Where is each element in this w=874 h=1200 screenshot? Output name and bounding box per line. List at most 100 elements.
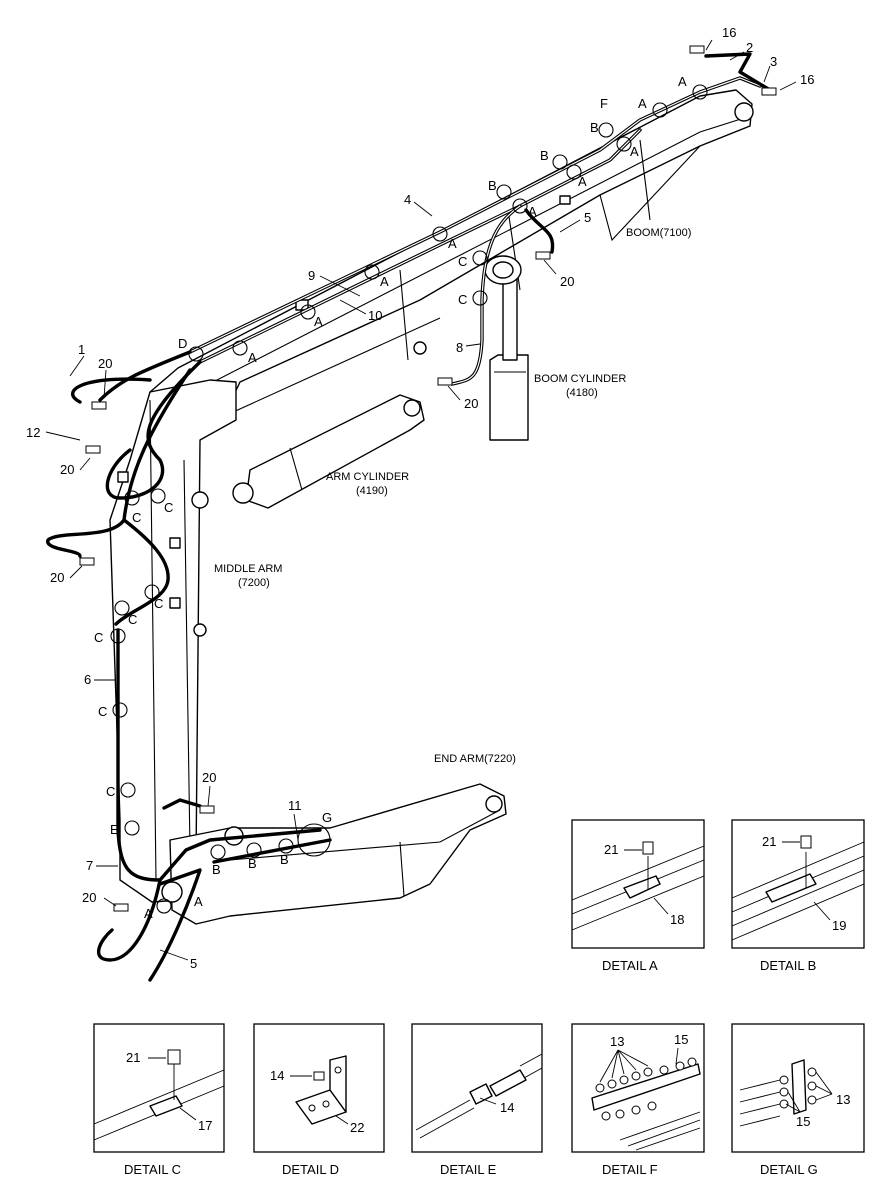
end-arm-label: END ARM(7220) xyxy=(434,753,516,765)
middle-arm-label: MIDDLE ARM xyxy=(214,563,282,575)
ref-c: C xyxy=(458,292,467,307)
part-20-cyl: 20 xyxy=(464,396,478,411)
detail-e-title: DETAIL E xyxy=(440,1162,497,1177)
detail-d-title: DETAIL D xyxy=(282,1162,339,1177)
part-6: 6 xyxy=(84,672,91,687)
part-20-left3: 20 xyxy=(50,570,64,585)
ref-g: G xyxy=(322,810,332,825)
detail-f-part-15: 15 xyxy=(674,1032,688,1047)
ref-a: A xyxy=(578,174,587,189)
part-12: 12 xyxy=(26,425,40,440)
ref-c: C xyxy=(94,630,103,645)
ref-b: B xyxy=(590,120,599,135)
part-20-endarm: 20 xyxy=(202,770,216,785)
hose-fittings xyxy=(79,45,777,912)
ref-a: A xyxy=(314,314,323,329)
part-3: 3 xyxy=(770,54,777,69)
detail-f-title: DETAIL F xyxy=(602,1162,658,1177)
middle-arm-number: (7200) xyxy=(238,577,270,589)
middle-arm-structure xyxy=(109,379,237,903)
detail-b-part-21: 21 xyxy=(762,834,776,849)
ref-a: A xyxy=(248,350,257,365)
part-11: 11 xyxy=(288,798,302,813)
part-10: 10 xyxy=(368,308,382,323)
boom-cylinder xyxy=(484,255,529,441)
part-20-left1: 20 xyxy=(98,356,112,371)
detail-f-part-13: 13 xyxy=(610,1034,624,1049)
ref-c: C xyxy=(154,596,163,611)
detail-b-panel: 21 19 DETAIL B xyxy=(731,819,865,973)
part-5-top: 5 xyxy=(584,210,591,225)
ref-a: A xyxy=(448,236,457,251)
ref-e: E xyxy=(110,822,119,837)
detail-a-panel: 21 18 DETAIL A xyxy=(571,819,705,973)
detail-f-panel: 13 15 DETAIL F xyxy=(571,1023,705,1177)
detail-a-part-18: 18 xyxy=(670,912,684,927)
arm-cylinder-label: ARM CYLINDER xyxy=(326,471,409,483)
part-2: 2 xyxy=(746,40,753,55)
ref-c: C xyxy=(458,254,467,269)
boom-cylinder-label: BOOM CYLINDER xyxy=(534,373,626,385)
detail-e-panel: 14 DETAIL E xyxy=(411,1023,543,1177)
ref-f: F xyxy=(600,96,608,111)
boom-structure xyxy=(145,89,754,443)
boom-label: BOOM(7100) xyxy=(626,227,691,239)
detail-d-part-22: 22 xyxy=(350,1120,364,1135)
part-5-bottom: 5 xyxy=(190,956,197,971)
ref-c: C xyxy=(164,500,173,515)
part-20-left2: 20 xyxy=(60,462,74,477)
arm-cylinder xyxy=(232,394,425,509)
ref-c: C xyxy=(132,510,141,525)
arm-cylinder-number: (4190) xyxy=(356,485,388,497)
ref-b: B xyxy=(540,148,549,163)
ref-c: C xyxy=(106,784,115,799)
ref-b: B xyxy=(248,856,257,871)
detail-a-part-21: 21 xyxy=(604,842,618,857)
part-20-bottom: 20 xyxy=(82,890,96,905)
part-number-labels: 16 2 3 16 4 5 20 9 10 8 20 1 20 12 20 20… xyxy=(26,25,814,971)
detail-g-part-15: 15 xyxy=(796,1114,810,1129)
detail-b-part-19: 19 xyxy=(832,918,846,933)
boom-cylinder-number: (4180) xyxy=(566,387,598,399)
ref-a: A xyxy=(678,74,687,89)
leader-lines xyxy=(45,39,797,961)
detail-c-part-17: 17 xyxy=(198,1118,212,1133)
detail-b-title: DETAIL B xyxy=(760,958,816,973)
ref-a: A xyxy=(638,96,647,111)
detail-c-panel: 21 17 DETAIL C xyxy=(93,1023,225,1177)
part-4: 4 xyxy=(404,192,411,207)
ref-b: B xyxy=(212,862,221,877)
ref-c: C xyxy=(128,612,137,627)
ref-c: C xyxy=(98,704,107,719)
detail-d-panel: 14 22 DETAIL D xyxy=(253,1023,385,1177)
ref-b: B xyxy=(488,178,497,193)
detail-reference-letters: A F A B A B A B A A C A C A D A C C C C … xyxy=(94,74,687,921)
ref-a: A xyxy=(630,144,639,159)
ref-a: A xyxy=(528,204,537,219)
part-16-top: 16 xyxy=(722,25,736,40)
detail-g-title: DETAIL G xyxy=(760,1162,818,1177)
part-1: 1 xyxy=(78,342,85,357)
component-captions: BOOM(7100) BOOM CYLINDER (4180) ARM CYLI… xyxy=(214,227,691,765)
ref-a: A xyxy=(144,906,153,921)
end-arm-structure xyxy=(161,783,507,925)
detail-d-part-14: 14 xyxy=(270,1068,284,1083)
detail-g-panel: 13 15 DETAIL G xyxy=(731,1023,865,1177)
ref-b: B xyxy=(280,852,289,867)
detail-c-title: DETAIL C xyxy=(124,1162,181,1177)
ref-a: A xyxy=(194,894,203,909)
detail-e-part-14: 14 xyxy=(500,1100,514,1115)
part-9: 9 xyxy=(308,268,315,283)
part-8: 8 xyxy=(456,340,463,355)
part-16-right: 16 xyxy=(800,72,814,87)
ref-d: D xyxy=(178,336,187,351)
detail-g-part-13: 13 xyxy=(836,1092,850,1107)
detail-a-title: DETAIL A xyxy=(602,958,658,973)
ref-a: A xyxy=(380,274,389,289)
part-7: 7 xyxy=(86,858,93,873)
clamp-callout-circles xyxy=(110,84,708,914)
hydraulic-hoses xyxy=(46,52,772,982)
part-20-boom: 20 xyxy=(560,274,574,289)
detail-c-part-21: 21 xyxy=(126,1050,140,1065)
